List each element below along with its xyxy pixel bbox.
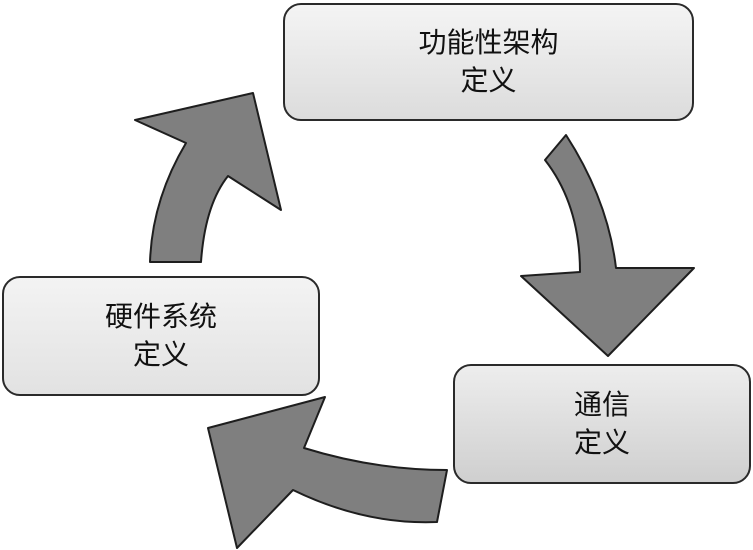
hardware-system-line1: 硬件系统 (104, 300, 217, 333)
functional-architecture-line1: 功能性架构 (418, 26, 559, 59)
arrow-hardware-to-functional (134, 92, 282, 263)
communication-line2: 定义 (573, 426, 630, 459)
communication-node: 通信 定义 (453, 364, 751, 484)
hardware-system-line2: 定义 (132, 338, 189, 371)
hardware-system-node: 硬件系统 定义 (2, 276, 320, 396)
communication-line1: 通信 (573, 388, 630, 421)
functional-architecture-node: 功能性架构 定义 (283, 3, 694, 121)
functional-architecture-line2: 定义 (460, 64, 517, 97)
arrow-communication-to-hardware (207, 396, 448, 549)
arrow-functional-to-communication (520, 134, 695, 357)
